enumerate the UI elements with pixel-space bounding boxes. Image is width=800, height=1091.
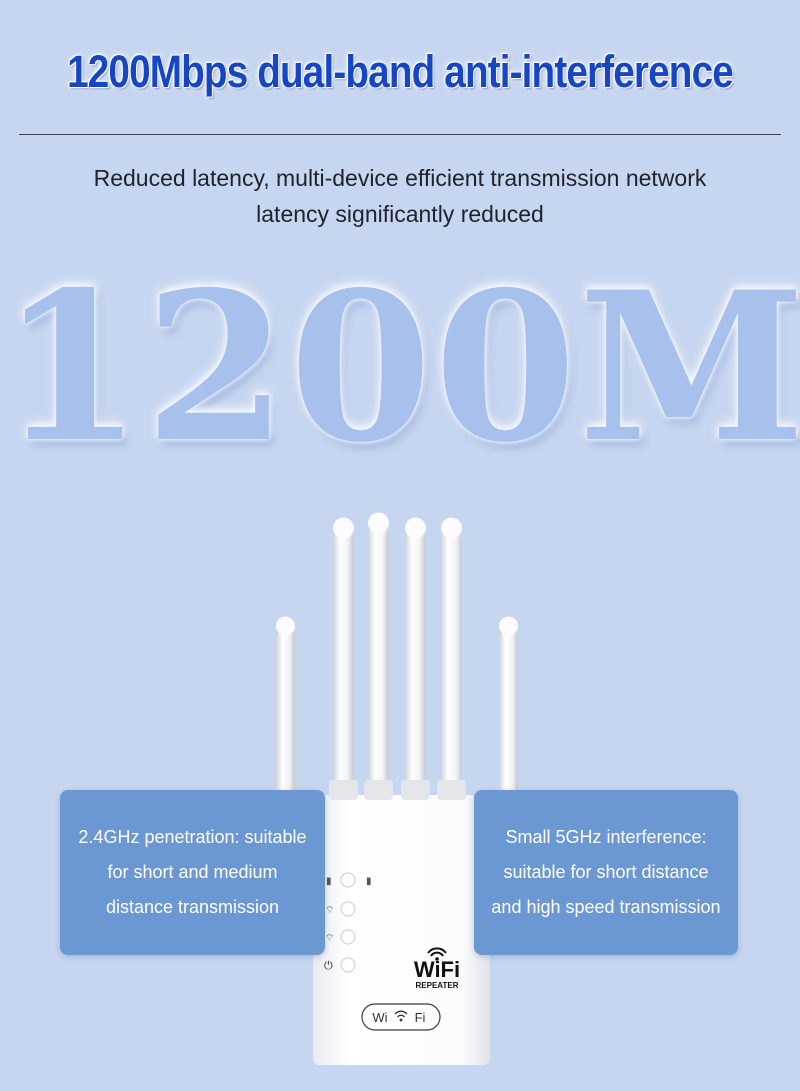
repeater-label: REPEATER xyxy=(416,981,459,990)
subtitle-line-1: Reduced latency, multi-device efficient … xyxy=(93,165,707,191)
power-icon: ⏻ xyxy=(324,957,356,973)
svg-text:⏻: ⏻ xyxy=(324,959,333,972)
info-box-2-4ghz-line-3: distance transmission xyxy=(105,897,280,917)
info-box-5ghz: Small 5GHz interference: suitable for sh… xyxy=(474,790,738,955)
info-box-2-4ghz-line-2: for short and medium xyxy=(107,862,278,882)
subtitle: Reduced latency, multi-device efficient … xyxy=(0,160,800,232)
antenna-1 xyxy=(329,517,358,800)
wifi-icon: ⌔ xyxy=(325,929,356,945)
headline: 1200Mbps dual-band anti-interference xyxy=(67,46,734,97)
info-box-5ghz-line-3: and high speed transmission xyxy=(491,897,721,917)
indicator-lights: ▮ ▮ ⌔ ⌔ ⏻ xyxy=(324,872,372,973)
wps-button[interactable]: Wi Fi xyxy=(361,1003,441,1031)
wifi-logo: WiFi REPEATER xyxy=(414,947,460,990)
device-body xyxy=(313,795,490,1065)
divider xyxy=(19,134,781,135)
info-box-2-4ghz: 2.4GHz penetration: suitable for short a… xyxy=(60,790,325,955)
svg-text:▮: ▮ xyxy=(326,876,332,887)
svg-text:⌔: ⌔ xyxy=(325,933,334,944)
big-number-1200m: 1200M xyxy=(0,248,800,488)
wifi-logo-text: WiFi xyxy=(414,957,460,982)
info-box-2-4ghz-line-1: 2.4GHz penetration: suitable xyxy=(78,827,307,847)
subtitle-line-2: latency significantly reduced xyxy=(256,201,544,227)
wps-button-label-end: Fi xyxy=(415,1010,426,1025)
info-box-5ghz-line-1: Small 5GHz interference: xyxy=(505,827,707,847)
info-box-5ghz-line-2: suitable for short distance xyxy=(503,862,709,882)
antenna-2 xyxy=(364,512,393,800)
antenna-4 xyxy=(437,517,466,800)
wan-icon: ⌔ xyxy=(325,901,356,917)
antenna-left xyxy=(276,616,295,810)
svg-text:⌔: ⌔ xyxy=(325,905,334,916)
svg-text:▮: ▮ xyxy=(366,876,372,887)
antenna-3 xyxy=(401,517,430,800)
wps-button-label-start: Wi xyxy=(372,1010,387,1025)
signal-strength-icon: ▮ ▮ xyxy=(326,872,372,888)
antenna-right xyxy=(499,616,518,810)
wifi-button-icon xyxy=(394,1010,408,1022)
